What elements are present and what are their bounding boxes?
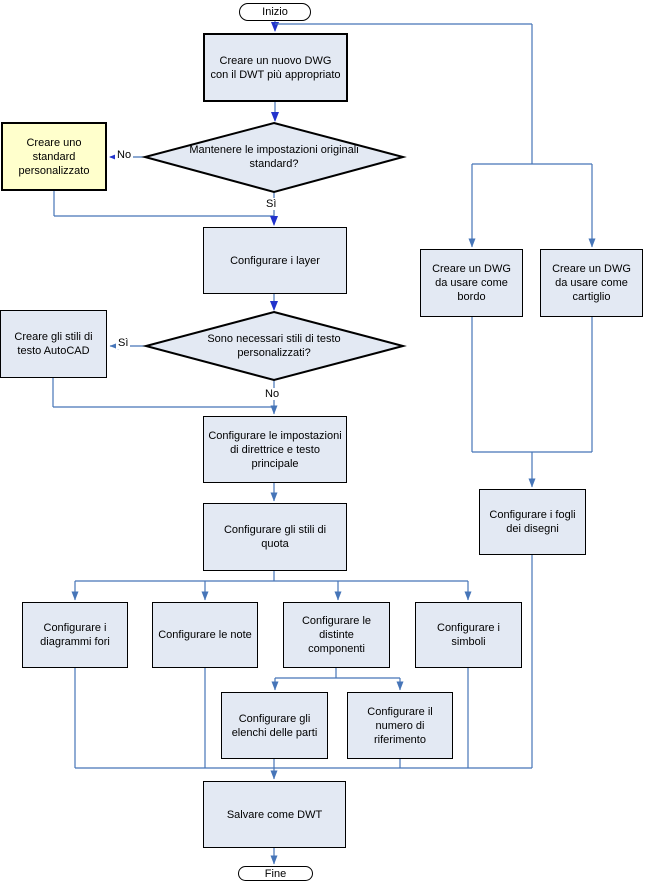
process-configure-bom: Configurare le distinte componenti bbox=[283, 602, 390, 668]
process-configure-drawing-sheets: Configurare i fogli dei disegni bbox=[479, 489, 586, 555]
process-configure-leader-settings: Configurare le impostazioni di direttric… bbox=[203, 416, 347, 483]
process-configure-balloon: Configurare il numero di riferimento bbox=[347, 692, 453, 759]
fanout-connectors bbox=[71, 571, 472, 691]
edge-label-yes-2: Sì bbox=[116, 337, 131, 349]
process-configure-dim-styles: Configurare gli stili di quota bbox=[203, 503, 347, 571]
decision-keep-standard-shape bbox=[141, 121, 407, 194]
process-create-new-dwg: Creare un nuovo DWG con il DWT più appro… bbox=[203, 33, 348, 102]
process-create-custom-standard: Creare uno standard personalizzato bbox=[1, 122, 107, 191]
end-terminator: Fine bbox=[238, 866, 313, 881]
start-terminator: Inizio bbox=[239, 3, 311, 21]
process-create-border-dwg: Creare un DWG da usare come bordo bbox=[420, 249, 523, 317]
process-configure-parts-lists: Configurare gli elenchi delle parti bbox=[221, 692, 328, 759]
decision-text-styles-label: Sono necessari stili di testo personaliz… bbox=[207, 333, 341, 359]
collector-connectors bbox=[74, 668, 532, 865]
edge-label-no-1: No bbox=[115, 149, 134, 161]
decision-keep-standard-label: Mantenere le impostazioni originali stan… bbox=[189, 144, 359, 170]
process-configure-hole-charts: Configurare i diagrammi fori bbox=[22, 602, 128, 668]
edge-label-no-2: No bbox=[263, 388, 282, 400]
decision-text-styles-shape bbox=[142, 310, 407, 382]
process-create-autocad-text-styles: Creare gli stili di testo AutoCAD bbox=[0, 310, 107, 378]
process-create-titleblock-dwg: Creare un DWG da usare come cartiglio bbox=[540, 249, 643, 317]
edge-label-yes-1: Sì bbox=[264, 198, 279, 210]
process-configure-layers: Configurare i layer bbox=[203, 227, 347, 294]
process-save-as-dwt: Salvare come DWT bbox=[203, 781, 346, 848]
process-configure-notes: Configurare le note bbox=[152, 602, 258, 668]
process-configure-symbols: Configurare i simboli bbox=[415, 602, 522, 668]
right-branch-connectors bbox=[471, 317, 593, 768]
